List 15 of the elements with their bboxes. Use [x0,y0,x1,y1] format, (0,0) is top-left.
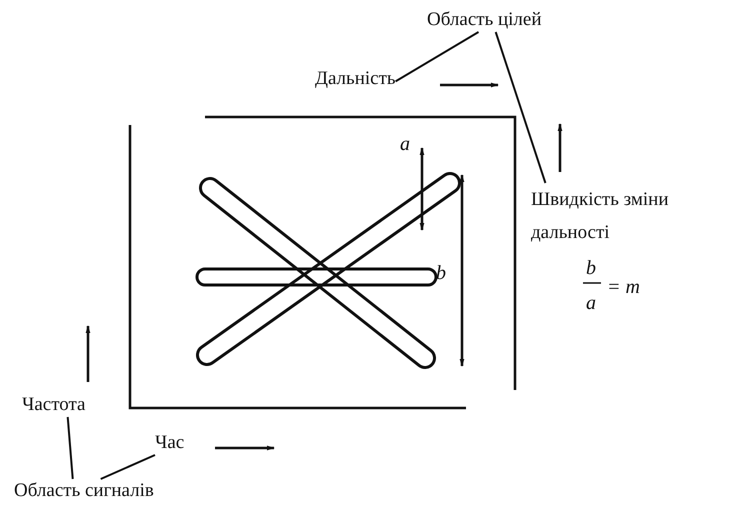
callout-text: Швидкість зміни дальності [531,183,711,249]
callout-text: Частота [22,393,86,417]
formula-text: = m [607,276,640,298]
leader-line [494,32,546,184]
leader-line [395,31,480,82]
formula-text: b [586,257,596,279]
callout-text: Час [155,431,184,455]
formula-text: b [436,262,446,284]
formula-text: a [400,133,410,155]
callout-text: Область цілей [427,8,542,32]
leader-line [100,454,156,480]
callout-text: Дальність [315,67,396,91]
formula-text: a [586,292,596,314]
leader-line [66,416,74,480]
callout-text: Область сигналів [14,479,154,503]
